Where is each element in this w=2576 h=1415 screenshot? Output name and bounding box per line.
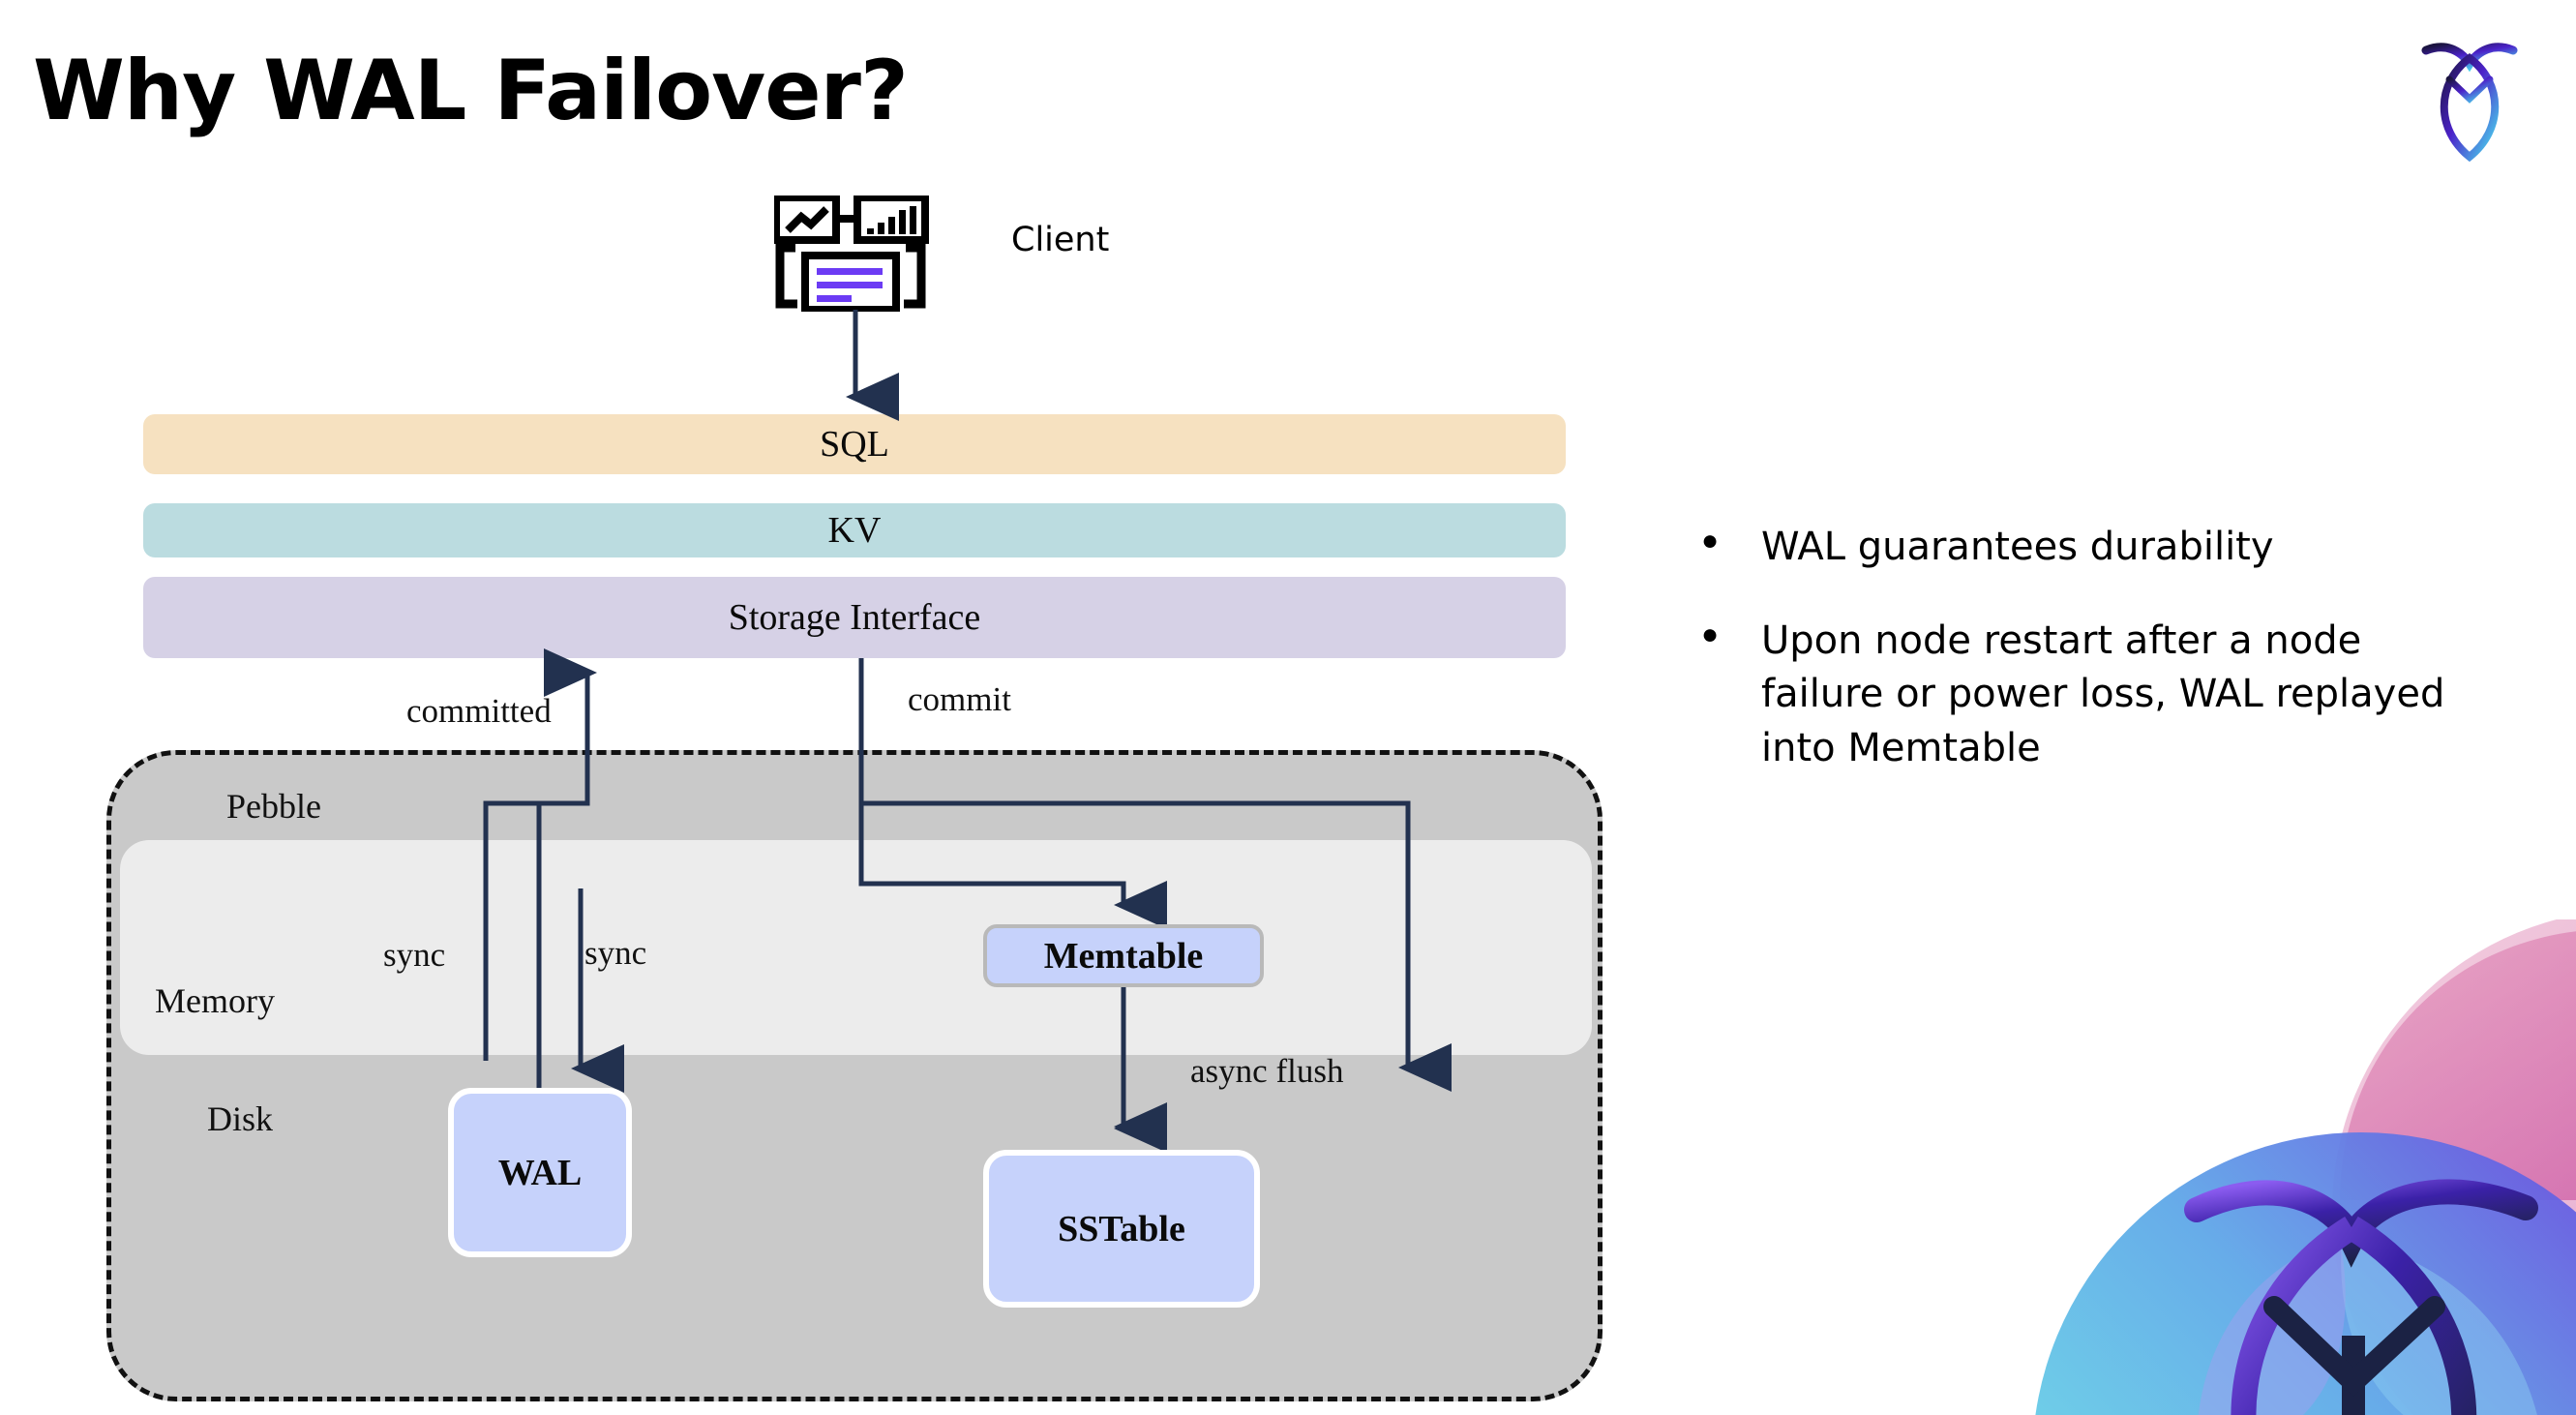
edge-label-async-flush: async flush	[1190, 1052, 1344, 1090]
layer-bar-kv: KV	[143, 503, 1566, 557]
list-item: ● WAL guarantees durability	[1701, 521, 2475, 574]
layer-bar-kv-label: KV	[827, 510, 882, 551]
pebble-label: Pebble	[226, 787, 321, 826]
page-title: Why WAL Failover?	[33, 43, 909, 139]
node-memtable-label: Memtable	[1043, 935, 1204, 977]
client-dashboard-icon	[772, 194, 929, 314]
list-item: ● Upon node restart after a node failure…	[1701, 615, 2475, 775]
bullet-text: Upon node restart after a node failure o…	[1761, 618, 2445, 770]
bullet-list: ● WAL guarantees durability ● Upon node …	[1701, 521, 2475, 816]
client-label: Client	[1011, 221, 1110, 259]
bullet-text: WAL guarantees durability	[1761, 525, 2274, 569]
layer-bar-storage-interface-label: Storage Interface	[728, 597, 981, 638]
edge-label-sync-left: sync	[383, 936, 446, 974]
layer-bar-sql-label: SQL	[820, 424, 889, 465]
disk-label: Disk	[207, 1099, 274, 1138]
bullet-marker-icon: ●	[1701, 525, 1720, 557]
edge-label-commit: commit	[908, 680, 1011, 718]
edge-label-sync-right: sync	[584, 934, 647, 972]
node-memtable: Memtable	[983, 924, 1264, 987]
edge-label-committed: committed	[406, 692, 552, 730]
layer-bar-sql: SQL	[143, 414, 1566, 474]
node-sstable-label: SSTable	[1058, 1208, 1185, 1249]
cockroachdb-decorative-mark	[1955, 919, 2576, 1415]
cockroachdb-logo	[2407, 29, 2532, 165]
node-wal: WAL	[448, 1088, 632, 1257]
memory-zone	[120, 840, 1592, 1055]
bullet-marker-icon: ●	[1701, 618, 1720, 651]
memory-label: Memory	[155, 981, 275, 1020]
node-wal-label: WAL	[497, 1152, 583, 1193]
layer-bar-storage-interface: Storage Interface	[143, 577, 1566, 658]
node-sstable: SSTable	[983, 1150, 1260, 1308]
